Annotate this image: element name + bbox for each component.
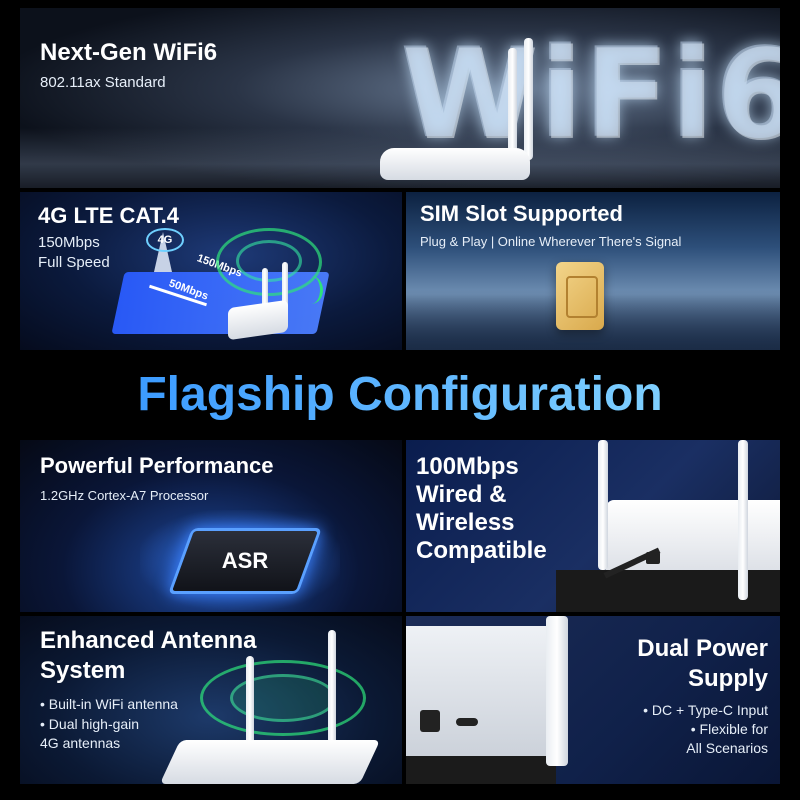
wifi-waves-icon [300,276,323,304]
lte-title: 4G LTE CAT.4 [38,203,179,228]
heading-text: Flagship Configuration [137,368,663,421]
antenna-bullet-1: • Built-in WiFi antenna [40,696,178,712]
router-antenna-right [738,440,748,600]
processor-chip-icon: ASR [167,528,323,594]
tower-4g-badge: 4G [146,228,184,252]
wired-title-line2: Wired & [416,481,507,508]
antenna-bullet-3: 4G antennas [40,735,121,751]
router-antenna-left [262,268,268,320]
wired-panel: 100Mbps Wired & Wireless Compatible [406,440,780,612]
router-image [380,148,530,180]
antenna-signal-ring [200,660,366,736]
wifi-signal-ring-inner [236,240,302,282]
antenna-panel: Enhanced Antenna System • Built-in WiFi … [20,616,402,784]
antenna-title-line2: System [40,657,126,684]
router-antenna-right [328,630,336,760]
type-c-port-icon [456,718,478,726]
banner-title: Next-Gen WiFi6 [40,39,218,66]
lte-speed: 150Mbps [38,234,100,251]
router-antenna-right [524,38,533,160]
power-bullet-3: All Scenarios [686,740,768,756]
wifi6-3d-graphic: WiFi6 [400,22,780,166]
power-title-line1: Dual Power [637,635,768,662]
wifi6-banner: WiFi6 Next-Gen WiFi6 802.11ax Standard [20,8,780,188]
banner-subtitle: 802.11ax Standard [40,74,166,91]
sim-title: SIM Slot Supported [420,201,623,226]
sim-subtitle: Plug & Play | Online Wherever There's Si… [420,234,682,249]
wired-title-line3: Wireless [416,509,515,536]
power-panel: Dual Power Supply • DC + Type-C Input • … [406,616,780,784]
wired-title-line1: 100Mbps [416,453,519,480]
antenna-bullet-2: • Dual high-gain [40,716,140,732]
performance-panel: Powerful Performance 1.2GHz Cortex-A7 Pr… [20,440,402,612]
chip-label: ASR [221,548,269,573]
router-antenna-left [246,656,254,766]
power-bullet-1: • DC + Type-C Input [643,702,768,718]
performance-subtitle: 1.2GHz Cortex-A7 Processor [40,488,209,503]
router-antenna-left [508,48,517,160]
sim-panel: SIM Slot Supported Plug & Play | Online … [406,192,780,350]
lte-speed-label: Full Speed [38,254,110,271]
router-image [228,299,288,341]
router-antenna-right [282,262,288,320]
router-antenna [546,616,568,766]
wifi-signal-ring [216,228,322,296]
router-side-image [406,626,556,766]
router-back-image [606,500,780,580]
lte-panel: 4G LTE CAT.4 150Mbps Full Speed 4G 150Mb… [20,192,402,350]
router-image [159,740,381,784]
router-base [406,756,556,784]
performance-title: Powerful Performance [40,453,274,478]
dc-port-icon [420,710,440,732]
tower-4g-label: 4G [157,234,173,246]
router-antenna-left [598,440,608,570]
sim-card-icon [556,262,604,330]
antenna-title-line1: Enhanced Antenna [40,627,257,654]
power-title-line2: Supply [687,665,768,692]
wired-title-line4: Compatible [416,537,547,564]
section-heading: Flagship Configuration [0,354,800,436]
power-bullet-2: • Flexible for [690,721,768,737]
